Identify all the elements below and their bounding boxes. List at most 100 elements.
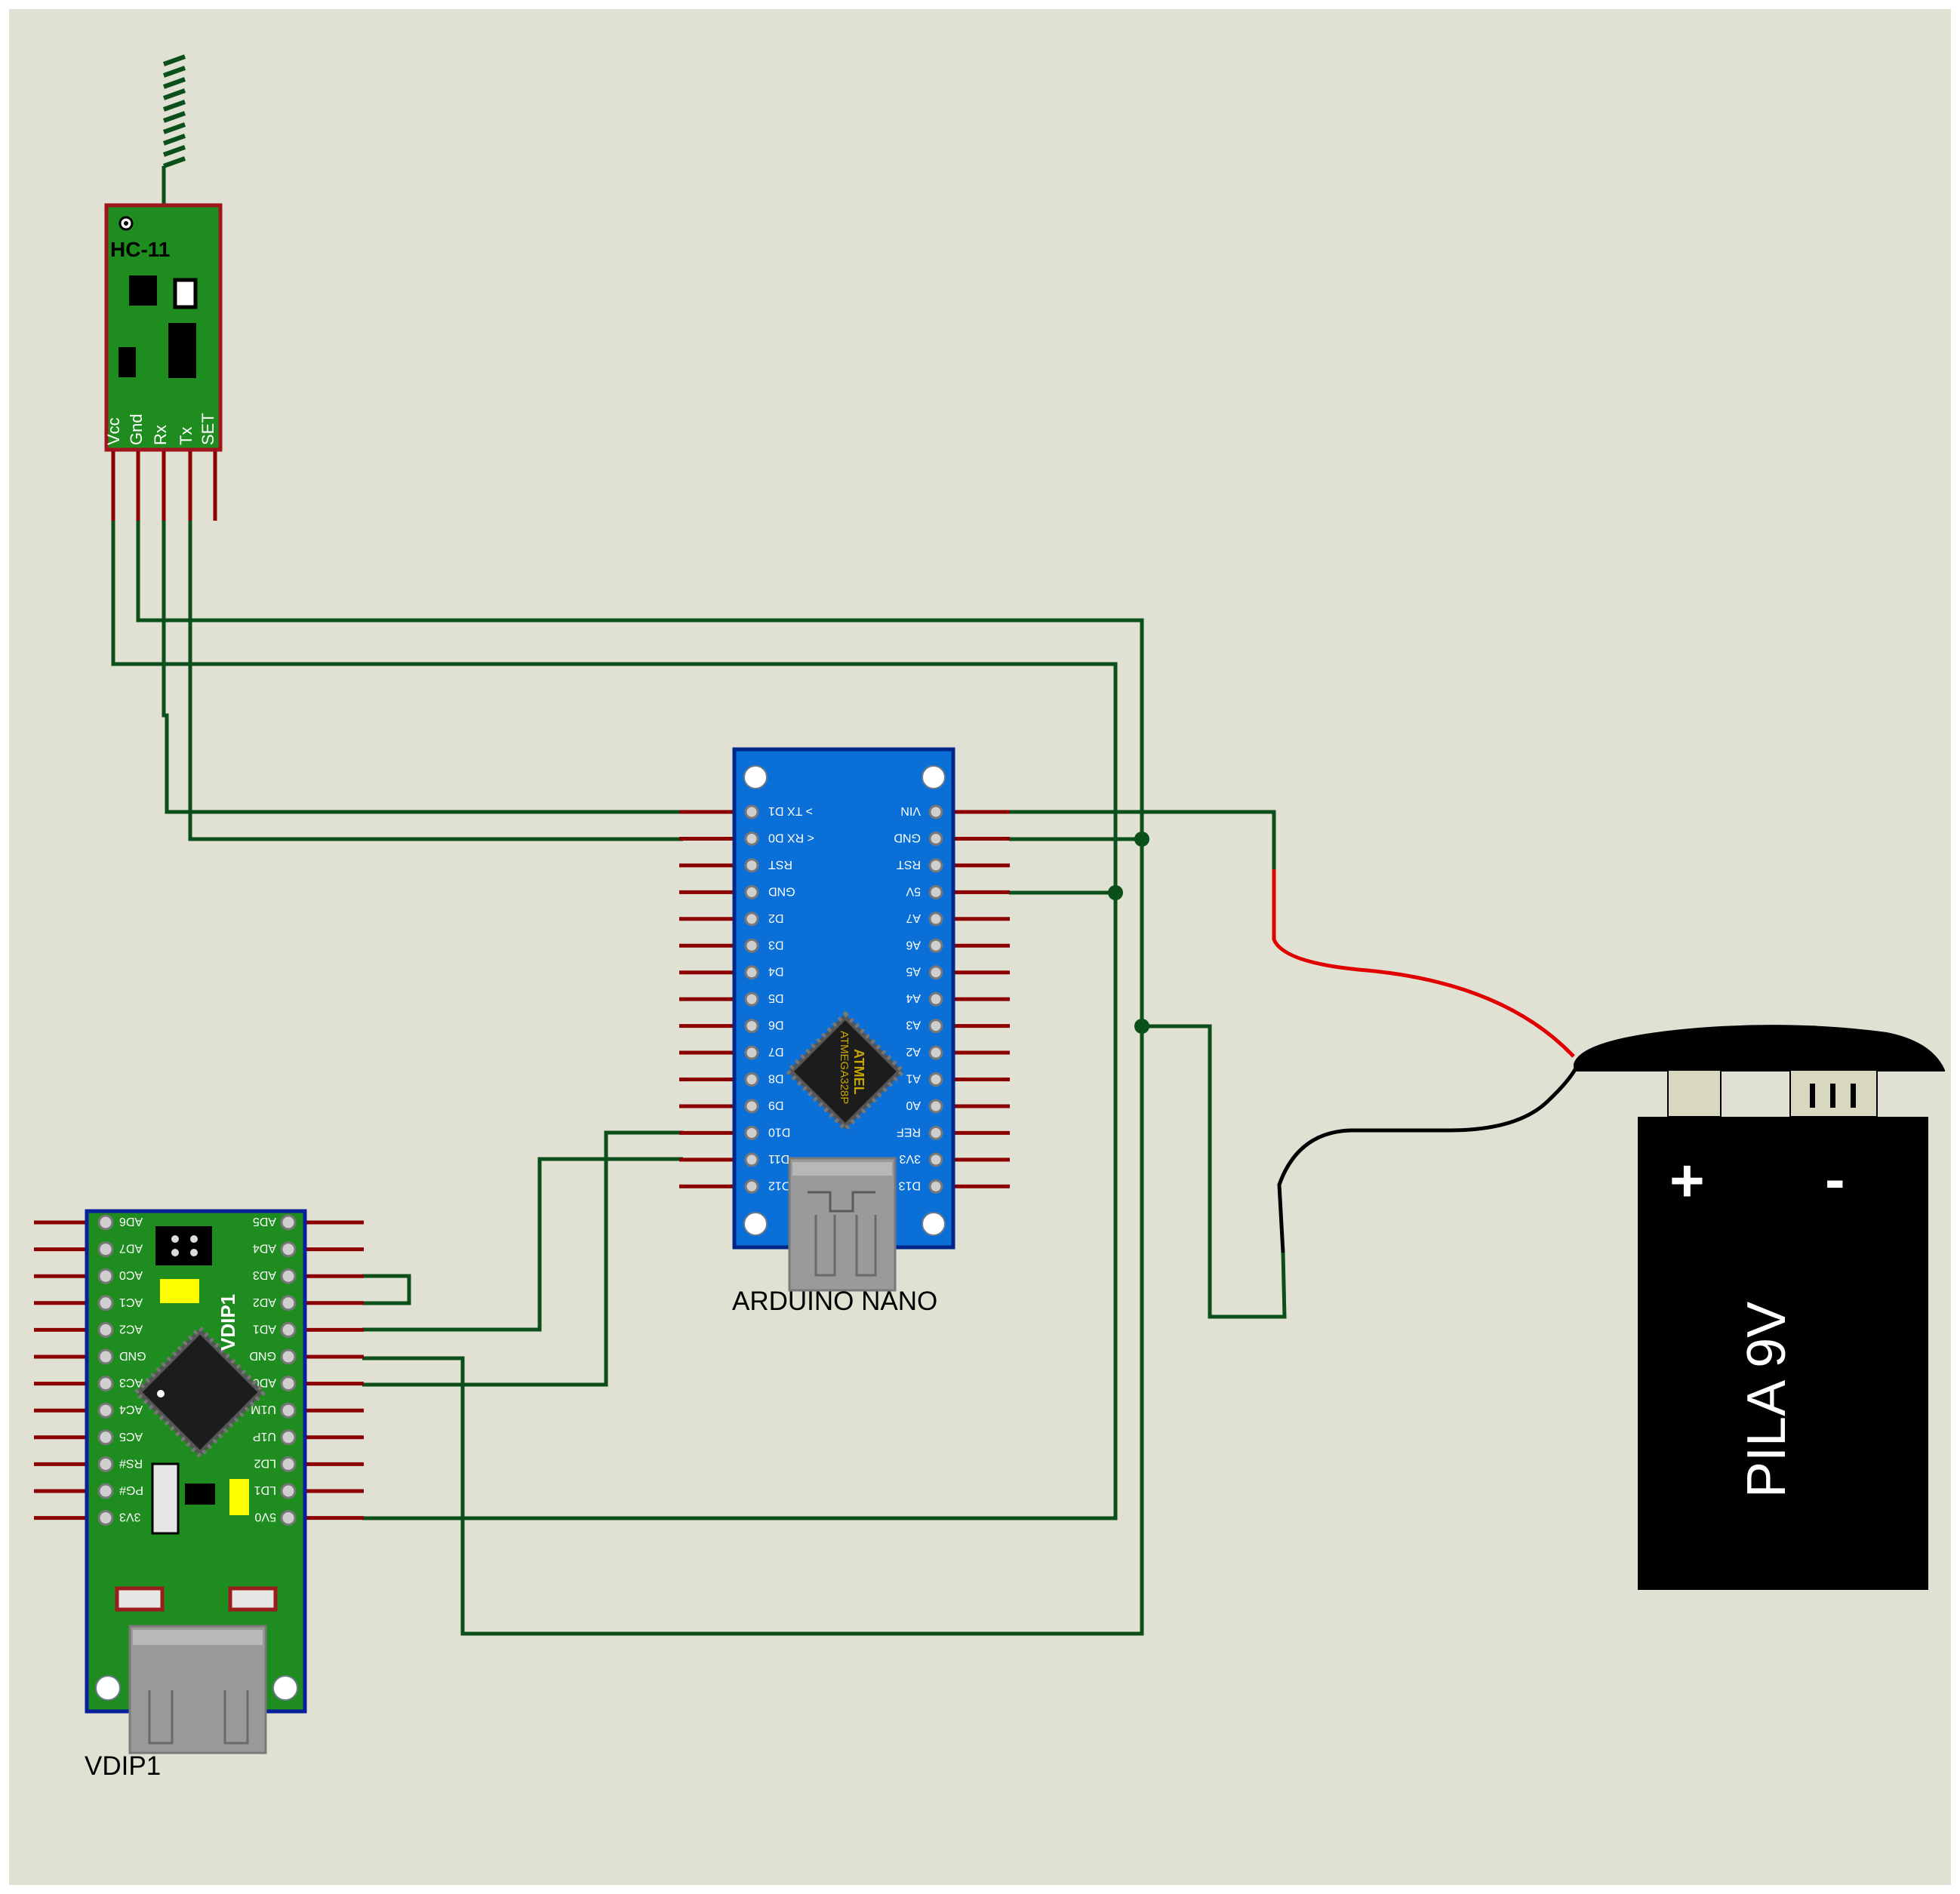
hc11-pin-label-tx: Tx xyxy=(177,427,195,445)
wire-5v-bus[interactable] xyxy=(362,893,1118,1520)
vdip1-module[interactable]: AD6AD7AC0AC1AC2GNDAC3AC4AC5RS#PG#3V3AD5A… xyxy=(34,1209,364,1781)
arduino-pin-label: VIN xyxy=(900,804,921,817)
vdip-pad xyxy=(280,1214,297,1231)
vdip-pad xyxy=(280,1348,297,1365)
arduino-pin-label: D10 xyxy=(768,1125,790,1138)
arduino-pads: > TX D1< RX D0RSTGNDD2D3D4D5D6D7D8D9D10D… xyxy=(744,804,943,1194)
wire-battery-positive-lead[interactable] xyxy=(1272,869,1575,1058)
arduino-pad xyxy=(744,884,759,899)
arduino-pad xyxy=(744,965,759,980)
arduino-pad xyxy=(744,1152,759,1167)
vdip-jumper xyxy=(155,1226,212,1265)
arduino-pad xyxy=(744,804,759,819)
wires xyxy=(111,521,1287,1636)
wire-d10[interactable] xyxy=(362,1130,683,1387)
arduino-pin-label: D7 xyxy=(768,1045,784,1058)
wire-hc11-tx[interactable] xyxy=(188,521,683,841)
arduino-pin-label: D9 xyxy=(768,1099,784,1111)
arduino-caption: ARDUINO NANO xyxy=(732,1287,937,1316)
arduino-pad xyxy=(928,1125,943,1140)
wire-hc11-rx[interactable] xyxy=(162,521,683,814)
vdip-pin-label: AC1 xyxy=(119,1296,143,1308)
hc11-ic-1 xyxy=(129,275,157,306)
arduino-pad xyxy=(744,1125,759,1140)
wire-gnd-bus[interactable] xyxy=(362,838,1144,1636)
arduino-pin-label: > TX D1 xyxy=(768,804,813,817)
arduino-nano[interactable]: > TX D1< RX D0RSTGNDD2D3D4D5D6D7D8D9D10D… xyxy=(679,747,1010,1316)
hc11-module[interactable]: HC-11 Vcc Gnd Rx Tx SET xyxy=(104,54,223,521)
vdip-pin-label: AD3 xyxy=(253,1268,276,1281)
vdip-pin-label: U1P xyxy=(253,1430,276,1443)
hc11-pin-label-gnd: Gnd xyxy=(127,414,146,445)
vdip-hole-l xyxy=(95,1675,121,1701)
hc11-ic-2 xyxy=(173,278,198,309)
vdip-pad xyxy=(97,1402,114,1419)
arduino-pad xyxy=(928,912,943,927)
wire-battery-neg[interactable] xyxy=(1142,1024,1287,1319)
vdip-pad xyxy=(280,1268,297,1284)
arduino-pad xyxy=(744,1019,759,1034)
hc11-ic-4 xyxy=(118,347,136,377)
wire-d11[interactable] xyxy=(362,1157,683,1332)
vdip-crystal xyxy=(151,1462,180,1535)
wire-vin[interactable] xyxy=(1009,810,1276,869)
vdip-pad xyxy=(97,1429,114,1446)
arduino-pin-label: D4 xyxy=(768,965,784,978)
vdip-pin-label: LD2 xyxy=(254,1456,276,1469)
arduino-pin-label: D12 xyxy=(768,1179,790,1191)
vdip-pin-label: AC2 xyxy=(119,1322,143,1335)
arduino-pin-label: 5V xyxy=(906,884,921,897)
battery-plus-sign: + xyxy=(1669,1147,1705,1214)
wire-hc11-gnd[interactable] xyxy=(136,521,1144,838)
vdip-pad xyxy=(97,1483,114,1499)
battery-label: PILA 9V xyxy=(1737,1302,1797,1498)
arduino-pad xyxy=(928,1099,943,1114)
arduino-hole-tr xyxy=(922,765,946,789)
vdip-pad xyxy=(280,1321,297,1338)
junction-5v xyxy=(1108,885,1123,900)
junction-gnd-mid xyxy=(1134,1019,1149,1034)
hc11-antenna-coil xyxy=(162,54,186,168)
vdip-pin-label: U1M xyxy=(251,1403,276,1416)
vdip-pin-label: GND xyxy=(119,1349,146,1362)
arduino-pin-label: A5 xyxy=(906,965,921,978)
arduino-pad xyxy=(928,884,943,899)
vdip-pin-label: AD1 xyxy=(253,1322,276,1335)
vdip-usb-icon xyxy=(128,1625,267,1754)
arduino-pad xyxy=(928,1019,943,1034)
vdip-pads: AD6AD7AC0AC1AC2GNDAC3AC4AC5RS#PG#3V3AD5A… xyxy=(97,1214,297,1527)
vdip-black-part xyxy=(185,1484,215,1505)
vdip-pin-label: LD1 xyxy=(254,1484,276,1496)
hc11-ic-3 xyxy=(168,323,196,378)
vdip-pad xyxy=(280,1510,297,1527)
arduino-pin-label: D3 xyxy=(768,938,784,951)
vdip-pin-label: AC3 xyxy=(119,1376,143,1389)
arduino-usb-icon xyxy=(788,1157,897,1292)
vdip-yellow-led-1 xyxy=(160,1279,199,1303)
arduino-pad xyxy=(928,1152,943,1167)
wire-hc11-vcc[interactable] xyxy=(111,521,1118,893)
arduino-pin-label: D8 xyxy=(768,1072,784,1085)
vdip-pin-label: 3V3 xyxy=(119,1511,141,1524)
arduino-pin-label: REF xyxy=(897,1125,921,1138)
battery-9v[interactable]: + - PILA 9V xyxy=(1574,1025,1945,1590)
vdip-pad xyxy=(97,1510,114,1527)
arduino-hole-tl xyxy=(743,765,768,789)
vdip-caption: VDIP1 xyxy=(85,1751,161,1781)
arduino-pin-label: D6 xyxy=(768,1019,784,1032)
arduino-pad xyxy=(928,804,943,819)
hc11-board xyxy=(104,203,223,452)
vdip-pin-label: AC5 xyxy=(119,1430,143,1443)
vdip-pad xyxy=(280,1376,297,1392)
wire-vdip-loop[interactable] xyxy=(362,1274,411,1305)
vdip-pad xyxy=(97,1268,114,1284)
arduino-pin-label: D11 xyxy=(768,1152,789,1165)
arduino-pad xyxy=(744,1045,759,1060)
vdip-pin-label: 5V0 xyxy=(254,1511,276,1524)
battery-minus-sign: - xyxy=(1825,1145,1845,1213)
vdip-pin-label: AD0 xyxy=(253,1376,276,1389)
arduino-pad xyxy=(744,1099,759,1114)
wire-battery-negative-lead[interactable] xyxy=(1277,1064,1580,1253)
arduino-chip xyxy=(784,1010,906,1133)
